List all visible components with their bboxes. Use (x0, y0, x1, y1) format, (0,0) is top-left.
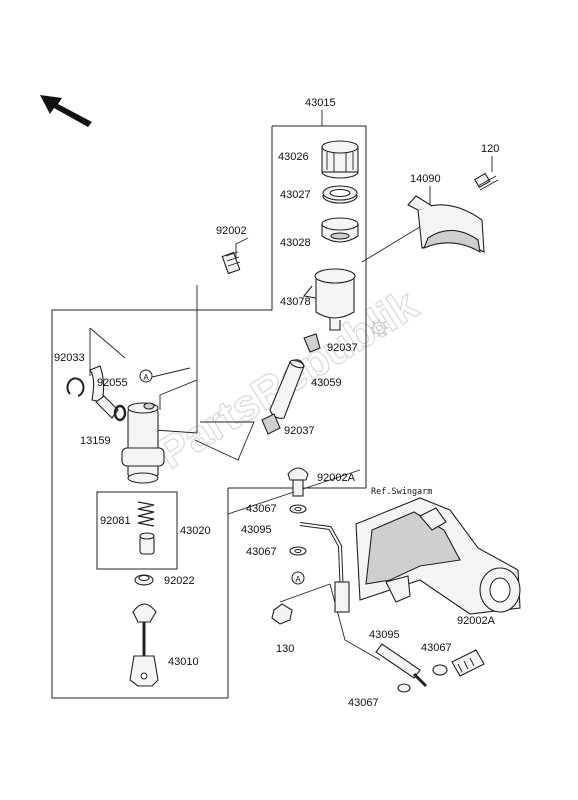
label-13159: 13159 (80, 435, 111, 447)
bolt-92002 (221, 251, 241, 275)
label-92022: 92022 (164, 575, 195, 587)
banjo-bolt-upper (287, 467, 309, 497)
reservoir-tank (302, 268, 356, 331)
marker-a-lower: A (291, 571, 305, 585)
label-43067-a: 43067 (246, 503, 277, 515)
spring (137, 501, 155, 527)
bolt-130 (271, 603, 293, 625)
label-130: 130 (276, 643, 294, 655)
circlip-92022 (134, 574, 154, 586)
part-labels: 43015 43026 43027 43028 43078 120 14090 … (54, 97, 499, 709)
assembly-frames (51, 125, 367, 699)
label-92037-upper: 92037 (327, 342, 358, 354)
circlip (66, 377, 85, 397)
label-43067-d: 43067 (348, 697, 379, 709)
marker-a-lower-letter: A (295, 575, 301, 584)
reservoir-hose (269, 359, 305, 419)
label-43020: 43020 (180, 525, 211, 537)
label-43015: 43015 (305, 97, 336, 109)
brake-pipe (299, 522, 350, 613)
piston (139, 532, 155, 555)
bolt-120 (474, 172, 499, 191)
reservoir-bracket (407, 195, 485, 254)
label-120: 120 (481, 143, 499, 155)
label-43059: 43059 (311, 377, 342, 389)
hose-clamp-lower (261, 413, 281, 435)
label-43095-b: 43095 (369, 629, 400, 641)
label-92055: 92055 (97, 377, 128, 389)
label-43067-b: 43067 (246, 546, 277, 558)
label-43010: 43010 (168, 656, 199, 668)
leader-lines (147, 110, 493, 661)
label-43028: 43028 (280, 237, 311, 249)
washer-upper (289, 504, 307, 514)
label-92002a-lower: 92002A (457, 615, 496, 627)
direction-arrow-icon (40, 95, 92, 127)
reservoir-cap (321, 140, 359, 179)
washer-lower (432, 664, 448, 676)
label-43027: 43027 (280, 189, 311, 201)
label-43067-c: 43067 (421, 642, 452, 654)
push-rod (129, 603, 159, 687)
hose-fitting (89, 365, 119, 419)
label-14090: 14090 (410, 173, 441, 185)
label-92081: 92081 (100, 515, 131, 527)
hose-clamp-upper (303, 333, 321, 353)
label-43078: 43078 (280, 296, 311, 308)
reservoir-plate (322, 185, 358, 204)
label-ref-swingarm: Ref.Swingarm (371, 487, 432, 497)
gear-icon (370, 319, 388, 337)
label-92037-lower: 92037 (284, 425, 315, 437)
o-ring (113, 404, 127, 422)
reservoir-diaphragm (321, 217, 359, 243)
marker-a-upper-letter: A (143, 373, 149, 382)
swingarm (355, 497, 521, 615)
banjo-bolt-lower (451, 649, 485, 677)
label-43095-a: 43095 (241, 524, 272, 536)
label-92002a-upper: 92002A (317, 472, 356, 484)
label-43026: 43026 (278, 151, 309, 163)
label-92033: 92033 (54, 352, 85, 364)
master-cylinder (121, 402, 165, 484)
washer-mid (289, 546, 307, 556)
marker-a-upper: A (139, 369, 153, 383)
brake-hose (375, 643, 428, 693)
label-92002: 92002 (216, 225, 247, 237)
